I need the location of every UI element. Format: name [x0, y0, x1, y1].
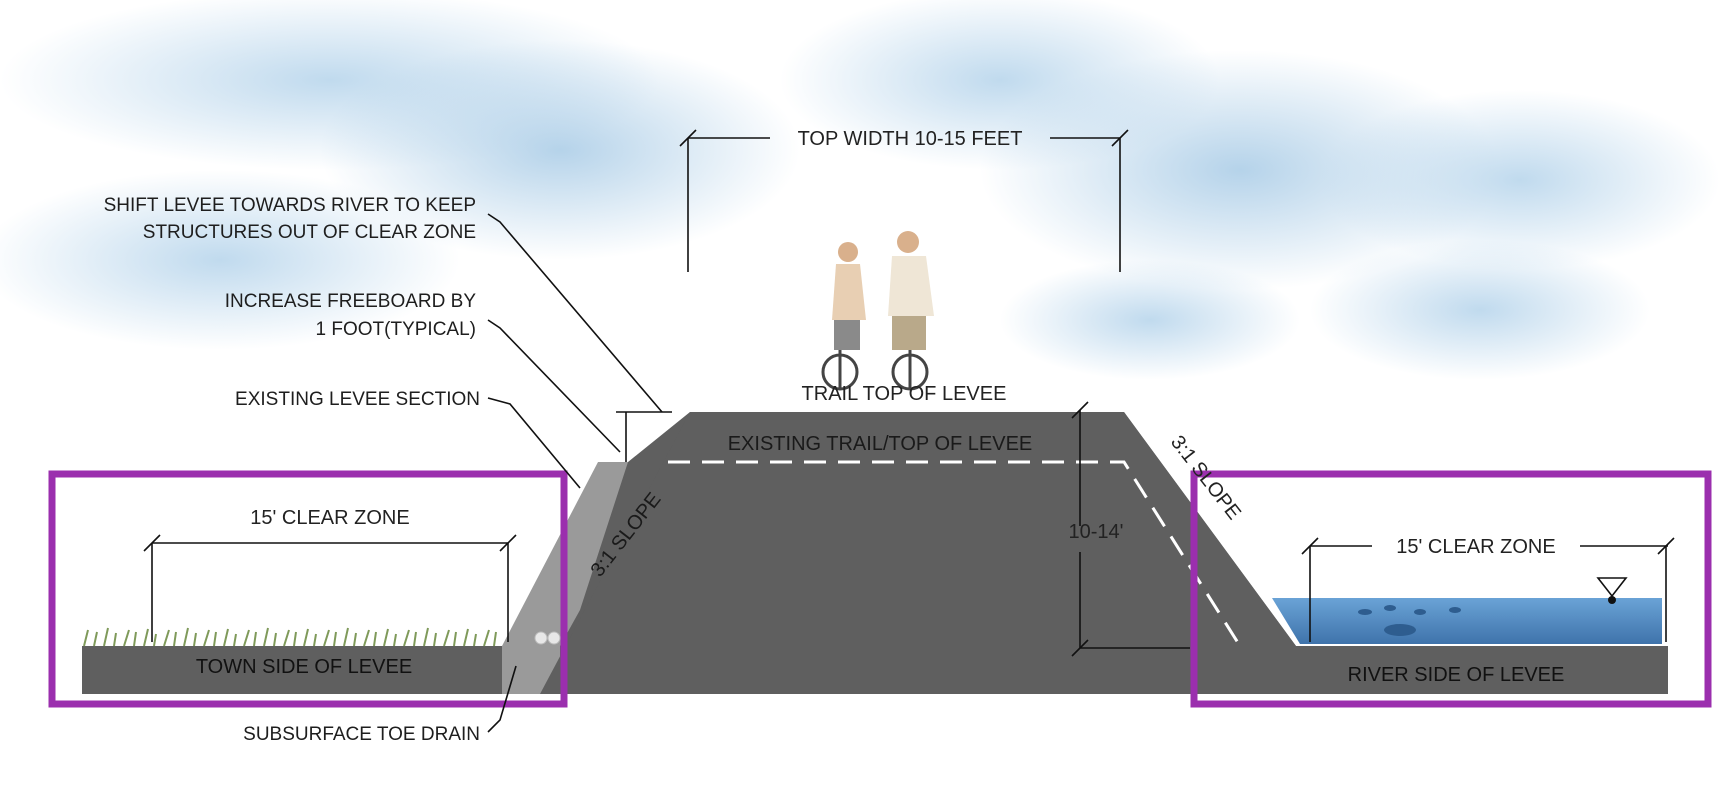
river-side-highlight-box	[1190, 470, 1712, 708]
trail-top-label: TRAIL TOP OF LEVEE	[802, 383, 1007, 405]
levee-core	[540, 412, 1296, 694]
river-side-label: RIVER SIDE OF LEVEE	[1348, 664, 1565, 686]
freeboard-label-line1: INCREASE FREEBOARD BY	[225, 291, 477, 312]
top-width-dimension	[679, 129, 1129, 272]
clear-zone-left-label: 15' CLEAR ZONE	[250, 507, 409, 529]
fish-icons	[1358, 605, 1461, 636]
existing-trail-label: EXISTING TRAIL/TOP OF LEVEE	[728, 433, 1033, 455]
clear-zone-right-label: 15' CLEAR ZONE	[1396, 536, 1555, 558]
subsurface-drain-label: SUBSURFACE TOE DRAIN	[243, 724, 480, 745]
toe-drain-pipes	[534, 631, 561, 645]
clear-zone-left-dimension	[143, 534, 517, 642]
clear-zone-right-dimension	[1301, 537, 1675, 642]
water-level-triangle-icon	[1596, 577, 1628, 604]
cyclists-figure	[821, 231, 934, 391]
leader-lines	[487, 213, 663, 733]
town-side-ground	[82, 646, 502, 694]
top-width-label: TOP WIDTH 10-15 FEET	[798, 128, 1023, 150]
height-label: 10-14'	[1069, 521, 1124, 543]
river-water	[1272, 598, 1662, 644]
freeboard-bracket	[616, 411, 672, 462]
sky-background	[0, 0, 1720, 380]
existing-top-dashed-line	[668, 460, 1242, 647]
shift-levee-label-line1: SHIFT LEVEE TOWARDS RIVER TO KEEP	[104, 195, 476, 216]
freeboard-label-line2: 1 FOOT(TYPICAL)	[316, 319, 476, 340]
town-side-label: TOWN SIDE OF LEVEE	[196, 656, 412, 678]
town-side-highlight-box	[48, 470, 568, 708]
grass	[83, 627, 497, 647]
height-dimension	[1071, 401, 1190, 657]
shift-levee-label-line2: STRUCTURES OUT OF CLEAR ZONE	[143, 222, 476, 243]
existing-section-label: EXISTING LEVEE SECTION	[235, 389, 480, 410]
